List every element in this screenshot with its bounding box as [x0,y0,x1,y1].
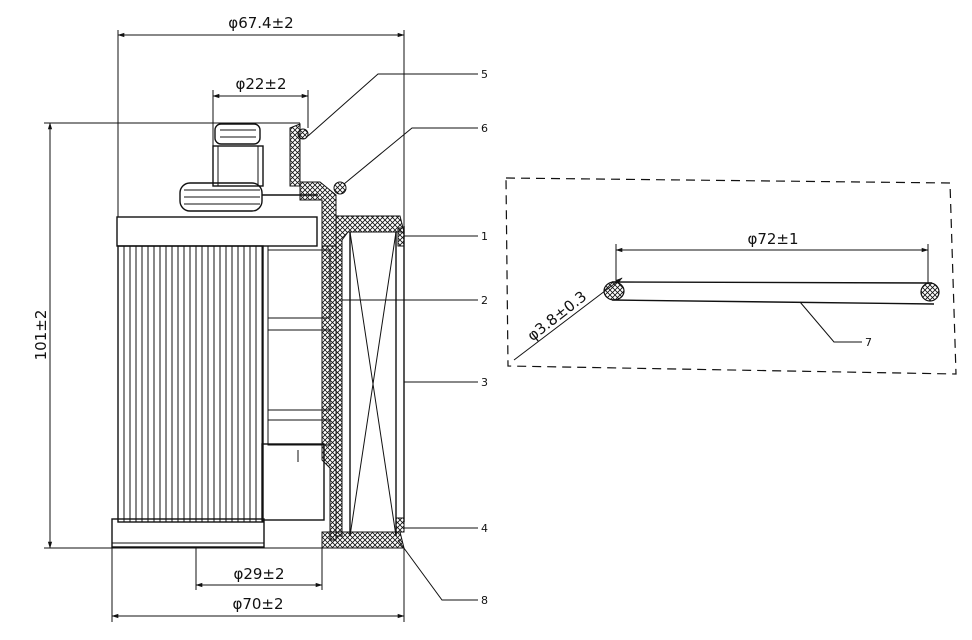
callout-3: 3 [481,376,488,389]
dim-neck-diameter-label: φ22±2 [235,75,286,93]
dim-bottom-outer: φ70±2 [111,547,405,622]
dim-bottom-outer-label: φ70±2 [232,595,283,613]
callout-leader-7 [799,301,862,343]
dim-bottom-inner-label: φ29±2 [233,565,284,583]
callout-4: 4 [481,522,488,535]
inner-cartridge [349,226,405,537]
dim-oring-section: φ3.8±0.3 [513,277,623,361]
callout-1: 1 [481,230,488,243]
hatched-housing [289,123,405,549]
dim-neck-diameter: φ22±2 [212,75,309,146]
callout-leaders [307,73,478,601]
pleated-media [117,245,264,523]
top-end-cap [116,216,318,247]
dim-top-diameter: φ67.4±2 [117,14,405,226]
oring-detail: φ72±1 φ3.8±0.3 7 [505,177,957,375]
dim-bottom-inner: φ29±2 [195,547,323,590]
dim-top-diameter-label: φ67.4±2 [228,14,293,32]
dim-oring-section-label: φ3.8±0.3 [524,287,590,344]
callout-2: 2 [481,294,488,307]
detail-frame [505,177,957,375]
seal-6 [333,181,347,195]
seal-5 [297,128,309,140]
bottom-end-cap [111,518,265,548]
dim-overall-height-label: 101±2 [32,310,50,361]
inner-core [261,246,331,521]
callout-8: 8 [481,594,488,607]
dim-oring-diameter: φ72±1 [615,230,929,283]
neck-stem [179,123,318,212]
dim-overall-height: 101±2 [32,122,322,549]
oring-section-right [920,282,940,302]
oring-section-left [603,281,625,301]
callout-labels: 5 6 1 2 3 4 8 [481,68,488,607]
callout-7: 7 [865,336,872,349]
callout-6: 6 [481,122,488,135]
callout-5: 5 [481,68,488,81]
dim-oring-diameter-label: φ72±1 [747,230,798,248]
filter-element-drawing: φ67.4±2 φ22±2 101±2 φ29±2 φ70±2 [32,14,488,622]
